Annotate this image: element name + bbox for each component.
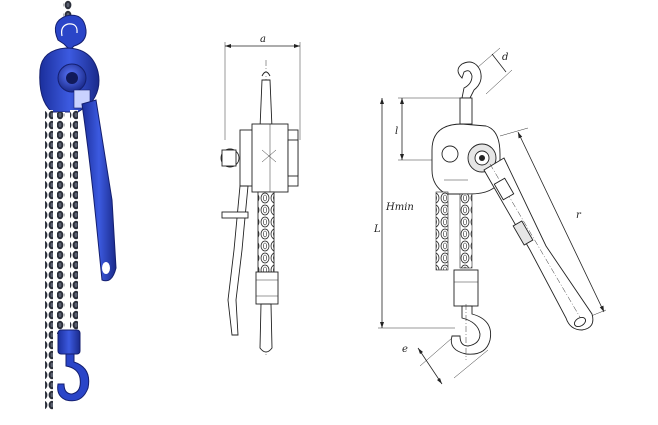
dimension-e-line	[417, 347, 443, 385]
side-view-drawing: a	[220, 34, 301, 355]
front-bottom-hook	[450, 305, 492, 355]
front-view-drawing: l L Hmin d r	[373, 47, 607, 385]
load-chain-right	[70, 110, 78, 330]
side-lever	[227, 185, 249, 336]
dimension-d-label: d	[502, 52, 508, 63]
side-chain	[257, 191, 275, 273]
dimension-l-label: l	[395, 126, 398, 137]
lever-hoist-photo	[39, 0, 117, 410]
dimension-d-line	[491, 53, 507, 73]
front-chain-left	[435, 191, 449, 271]
dimension-L-label: L	[373, 224, 381, 235]
side-bottom-hook	[259, 303, 273, 353]
front-top-hook	[457, 61, 482, 99]
top-hook	[54, 14, 87, 51]
load-chain-left	[45, 110, 53, 410]
side-bottom-block	[255, 271, 279, 305]
lever-handle	[81, 99, 117, 282]
top-chain	[63, 0, 72, 18]
side-selector	[221, 211, 249, 219]
dimension-a-label: a	[260, 34, 266, 45]
front-bottom-block	[453, 269, 479, 307]
front-chain-right	[459, 193, 473, 269]
front-lever	[483, 157, 594, 331]
load-chain-mid	[57, 112, 65, 334]
dimension-r-line	[517, 131, 605, 313]
front-lever-grip	[512, 220, 534, 246]
bottom-hook	[57, 353, 90, 402]
side-top-hook	[259, 79, 273, 129]
bottom-block	[57, 329, 81, 355]
dimension-e-label: e	[402, 344, 408, 355]
dimension-Hmin-label: Hmin	[385, 202, 414, 213]
dimension-r-label: r	[576, 210, 582, 221]
